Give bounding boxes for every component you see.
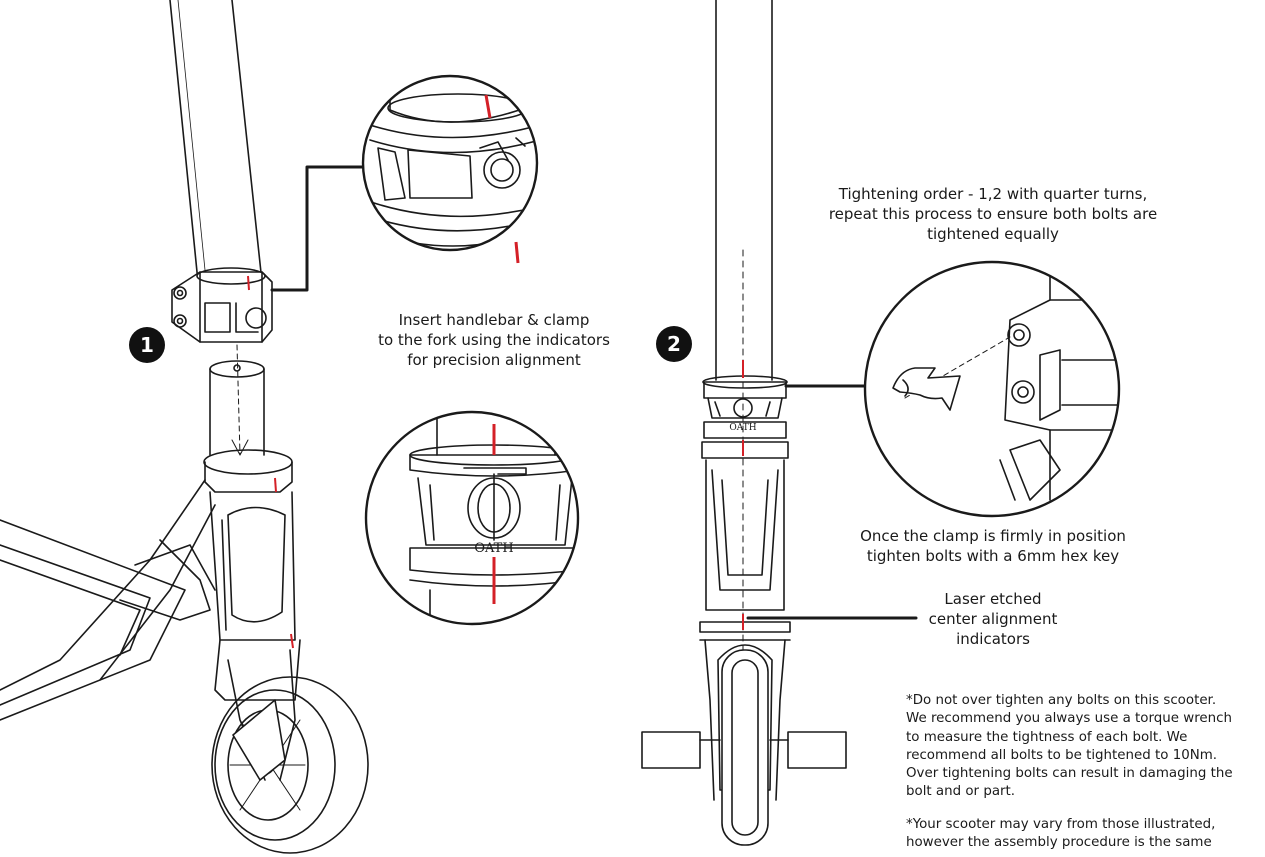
callout-order-line-1: Tightening order - 1,2 with quarter turn… — [838, 185, 1148, 203]
callout-order-line-2: repeat this process to ensure both bolts… — [828, 205, 1158, 223]
callout-tighten-line-2: tighten bolts with a 6mm hex key — [866, 547, 1120, 565]
callout-tightening-order: Tightening order - 1,2 with quarter turn… — [812, 184, 1174, 244]
callout-laser-line-3: indicators — [956, 630, 1030, 648]
note-torque-line-6: bolt and or part. — [906, 784, 1016, 800]
zoom-alignment-indicator — [364, 410, 580, 626]
note-vary-line-1: *Your scooter may vary from those illust… — [906, 817, 1216, 832]
callout-insert-line-3: for precision alignment — [407, 351, 581, 369]
note-torque-line-3: to measure the tightness of each bolt. W… — [906, 729, 1188, 745]
red-alignment-marks — [247, 94, 744, 649]
scooter-step2 — [641, 0, 918, 846]
note-vary-line-2: however the assembly procedure is the sa… — [906, 835, 1212, 851]
callout-laser-line-2: center alignment — [928, 610, 1058, 628]
callout-insert-line-1: Insert handlebar & clamp — [398, 311, 590, 329]
callout-tighten-bolts: Once the clamp is firmly in position tig… — [848, 526, 1138, 566]
note-torque-warning: *Do not over tighten any bolts on this s… — [906, 692, 1233, 802]
callout-insert-line-2: to the fork using the indicators — [378, 331, 610, 349]
callout-laser-line-1: Laser etched — [944, 590, 1042, 608]
note-torque-line-5: Over tightening bolts can result in dama… — [906, 766, 1233, 782]
callout-laser-indicators: Laser etched center alignment indicators — [908, 589, 1078, 649]
callout-tighten-line-1: Once the clamp is firmly in position — [860, 527, 1126, 545]
brand-logo-zoom: OATH — [474, 541, 513, 556]
step-badge-2: 2 — [656, 326, 692, 362]
zoom-clamp-top — [361, 74, 539, 252]
brand-logo-front: OATH — [729, 423, 756, 433]
note-illustration-varies: *Your scooter may vary from those illust… — [906, 816, 1215, 853]
callout-order-line-3: tightened equally — [927, 225, 1059, 243]
callout-insert-handlebar: Insert handlebar & clamp to the fork usi… — [364, 310, 624, 370]
note-torque-line-2: We recommend you always use a torque wre… — [906, 711, 1232, 727]
step-badge-1: 1 — [129, 327, 165, 363]
scooter-step1 — [0, 0, 369, 854]
note-torque-line-1: *Do not over tighten any bolts on this s… — [906, 693, 1217, 708]
note-torque-line-4: recommend all bolts to be tightened to 1… — [906, 747, 1218, 763]
zoom-bolts — [863, 260, 1121, 518]
